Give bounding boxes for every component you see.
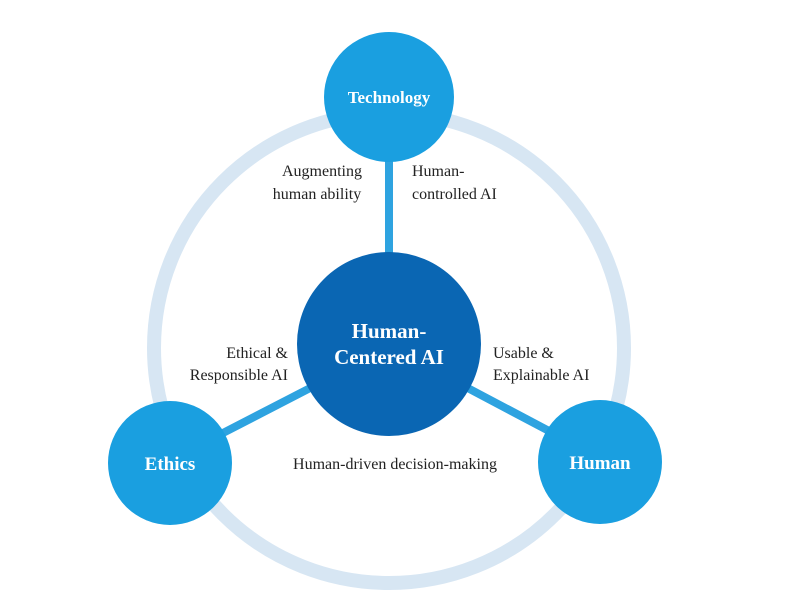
augmenting-label-line2: human ability [273,186,361,203]
human-node [538,400,662,524]
ethics-label: Ethics [145,454,196,475]
usable-label-line1: Usable & [493,345,554,362]
center-node [297,252,481,436]
controlled-label-line2: controlled AI [412,186,497,203]
technology-label: Technology [348,88,431,107]
controlled-label-line1: Human- [412,163,464,180]
augmenting-label-line1: Augmenting [282,163,362,180]
ethical-label-line2: Responsible AI [190,367,288,384]
center-label-line1: Human- [352,319,427,343]
technology-node [324,32,454,162]
human-label: Human [569,453,631,474]
decision-making-label: Human-driven decision-making [293,456,497,473]
ethical-label-line1: Ethical & [226,345,288,362]
center-label-line2: Centered AI [334,345,444,369]
ethics-node [108,401,232,525]
usable-label-line2: Explainable AI [493,367,589,384]
